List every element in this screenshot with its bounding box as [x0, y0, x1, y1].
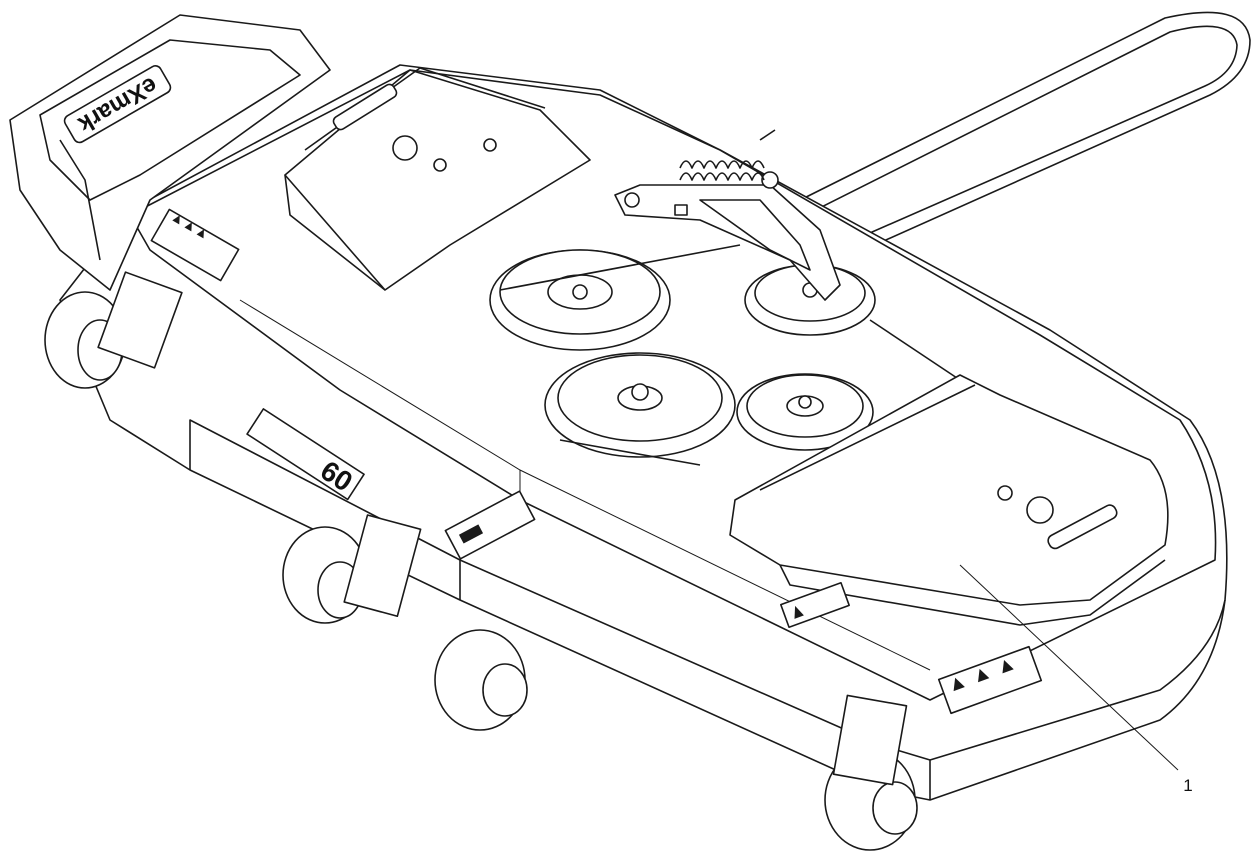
callout-1: 1 [959, 564, 1193, 795]
cover-handle [332, 83, 398, 131]
front-left-shroud: eXmark [9, 14, 331, 291]
safety-decal-right [937, 645, 1043, 715]
pulley-center [544, 352, 736, 458]
idler-arm [614, 171, 841, 301]
cover-knob-right-icon [1026, 496, 1054, 524]
deck-belt [499, 244, 961, 466]
gauge-wheel-left-mid [282, 514, 422, 624]
gauge-wheel-front-left [434, 629, 528, 731]
drive-belt [699, 11, 1251, 266]
pulley-left [489, 249, 671, 351]
safety-decal-center [444, 490, 536, 560]
left-belt-cover [284, 67, 591, 291]
gauge-wheel-left-rear [44, 271, 183, 389]
callout-label: 1 [1183, 776, 1192, 795]
cover-handle-right [1047, 504, 1118, 550]
pulley-right [736, 373, 874, 451]
right-belt-cover [729, 374, 1169, 626]
cover-knob-icon [392, 135, 418, 161]
callout-leader-line [959, 564, 1179, 771]
safety-decal-warning [780, 581, 850, 629]
tension-spring [679, 129, 776, 181]
gauge-wheel-front-right [824, 694, 918, 851]
safety-decal-left [150, 208, 240, 282]
safety-decals [150, 208, 1043, 715]
